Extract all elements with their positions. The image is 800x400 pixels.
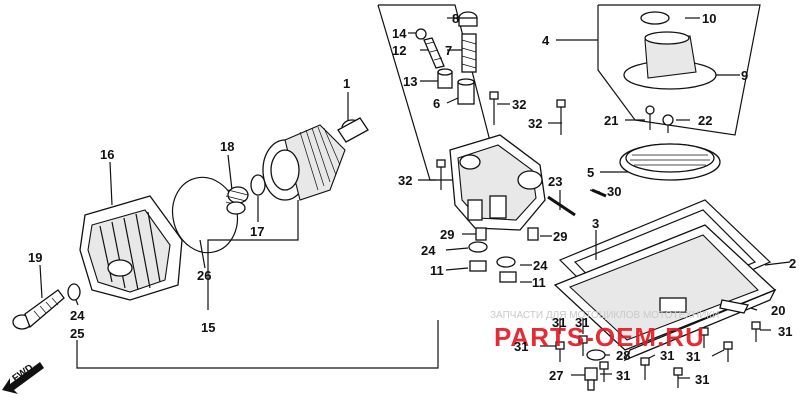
label-6: 6 [433,96,440,111]
cap-10 [640,11,670,25]
label-31-d: 31 [616,368,630,383]
filter-cover-16 [79,195,183,301]
label-11-a: 11 [430,263,444,278]
label-18: 18 [220,139,234,154]
label-2: 2 [789,256,796,271]
label-26: 26 [197,268,211,283]
label-10: 10 [702,11,716,26]
o-ring-24-right [496,256,516,268]
label-5: 5 [587,165,594,180]
label-29-a: 29 [440,227,454,242]
spring-12 [423,37,445,69]
label-1: 1 [343,76,350,91]
label-20: 20 [771,303,785,318]
label-21: 21 [604,113,618,128]
fwd-arrow-icon [2,362,44,394]
dowel-29-right [527,227,539,241]
bolt-31-g [751,321,761,342]
bolt-31-c [599,361,609,382]
label-14: 14 [392,26,407,41]
watermark-text: ЗАПЧАСТИ ДЛЯ МОТОЦИКЛОВ МОТОТЕХНИКИ [490,310,719,321]
bolt-32-left [436,159,446,190]
bolt-31-a [555,341,565,362]
label-19: 19 [28,250,42,265]
label-13: 13 [403,74,417,89]
oil-pump-body [449,134,546,231]
label-31-a: 31 [514,339,528,354]
collar-11-left [469,260,487,272]
label-24-c: 24 [533,258,548,273]
label-7: 7 [445,43,452,58]
piston-6 [457,78,475,105]
label-31-h: 31 [778,324,792,339]
label-8: 8 [452,11,459,26]
ring-14 [415,28,427,40]
label-3: 3 [592,216,599,231]
label-28: 28 [616,348,630,363]
washer-24 [67,283,81,301]
collar-11-right [499,271,517,283]
label-22: 22 [698,113,712,128]
piston-13 [437,68,453,89]
spring-7 [461,33,477,73]
stay-20 [719,299,749,314]
bolt-32-mid [489,91,499,125]
label-31-g: 31 [686,349,700,364]
label-31-e: 31 [660,348,674,363]
pipe-23 [547,195,576,217]
label-15: 15 [201,320,215,335]
pin-30 [591,188,607,198]
bolt-32-right [556,99,566,135]
strainer-housing-9 [623,31,717,90]
fitting-1 [337,117,369,143]
watermark-logo: PARTS-OEM.RU [494,322,705,352]
cap-8 [458,11,478,27]
label-16: 16 [100,147,114,162]
label-32-b: 32 [512,97,526,112]
label-30: 30 [607,184,621,199]
bolt-31-f [723,341,733,362]
label-24-a: 24 [70,308,85,323]
part-number-labels: 1 2 3 4 5 6 7 8 9 10 11 11 12 13 14 15 1… [11,11,797,387]
bolt-31-e [673,367,683,388]
label-29-b: 29 [553,229,567,244]
bolt-21 [645,105,655,130]
label-12: 12 [392,43,406,58]
label-32-c: 32 [528,116,542,131]
spring-18 [225,186,249,215]
drain-bolt-27 [584,367,598,391]
label-32-a: 32 [398,173,412,188]
oil-filter-15 [262,124,346,201]
drain-bolt-19 [12,289,65,330]
bolt-31-b [578,335,588,356]
label-17: 17 [250,224,264,239]
label-31-f: 31 [695,372,709,387]
label-31-c: 31 [575,315,589,330]
leader-lines [39,4,791,379]
bolt-22 [662,114,674,133]
parts [2,11,777,394]
label-24-b: 24 [421,243,436,258]
label-25: 25 [70,326,84,341]
label-27: 27 [549,368,563,383]
strainer-5 [619,143,721,181]
dowel-29-left [475,227,487,241]
label-11-b: 11 [532,275,546,290]
o-ring-24-left [468,241,488,253]
label-4: 4 [542,33,550,48]
label-23: 23 [548,174,562,189]
label-31-b: 31 [552,315,566,330]
label-9: 9 [741,68,748,83]
washer-28 [586,349,606,361]
o-ring-17 [250,174,266,196]
bolt-31-d [640,357,650,380]
bolt-31-h [699,327,709,348]
